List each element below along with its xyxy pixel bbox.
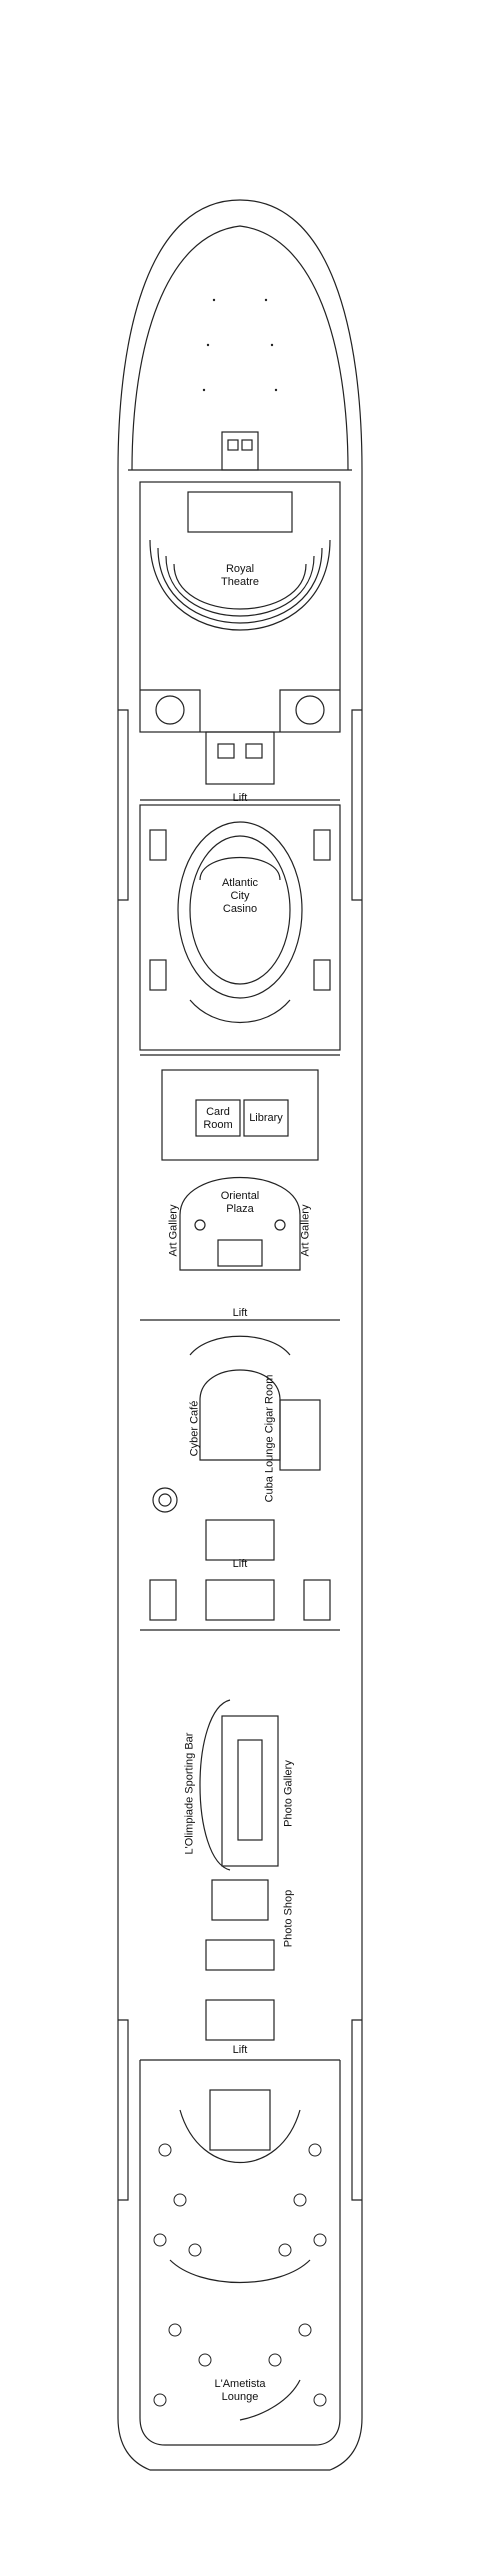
label-oriental-plaza-1: Oriental — [220, 1190, 260, 1202]
theatre-room — [139, 481, 341, 733]
label-oriental-plaza-2: Plaza — [226, 1203, 254, 1215]
label-lift-1: Lift — [232, 792, 248, 804]
label-ametista-2: Lounge — [221, 2391, 259, 2403]
label-casino-2: City — [230, 890, 250, 902]
label-lift-3: Lift — [232, 1558, 248, 1570]
label-art-gallery-left: Art Gallery — [167, 1204, 180, 1257]
hull-outline — [117, 199, 363, 2471]
label-card-room-2: Room — [203, 1119, 233, 1131]
label-casino-3: Casino — [222, 903, 258, 915]
bow-inner-line — [131, 225, 349, 471]
label-royal-theatre-2: Theatre — [221, 576, 259, 588]
casino-room — [139, 804, 341, 1051]
label-lift-2: Lift — [232, 1307, 248, 1319]
label-olimpiade-bar: L'Olimpiade Sporting Bar — [183, 1732, 196, 1855]
label-casino-1: Atlantic — [221, 877, 259, 889]
label-royal-theatre-1: Royal — [225, 563, 255, 575]
label-ametista-1: L'Ametista — [214, 2378, 266, 2390]
label-photo-gallery: Photo Gallery — [282, 1760, 295, 1827]
label-cuba-lounge: Cuba Lounge Cigar Room — [263, 1374, 276, 1503]
label-lift-4: Lift — [232, 2044, 248, 2056]
label-cyber-cafe: Cyber Café — [188, 1400, 201, 1457]
label-card-room-1: Card — [206, 1106, 230, 1118]
label-library: Library — [249, 1112, 283, 1124]
label-art-gallery-right: Art Gallery — [299, 1204, 312, 1257]
label-photo-shop: Photo Shop — [282, 1889, 295, 1948]
